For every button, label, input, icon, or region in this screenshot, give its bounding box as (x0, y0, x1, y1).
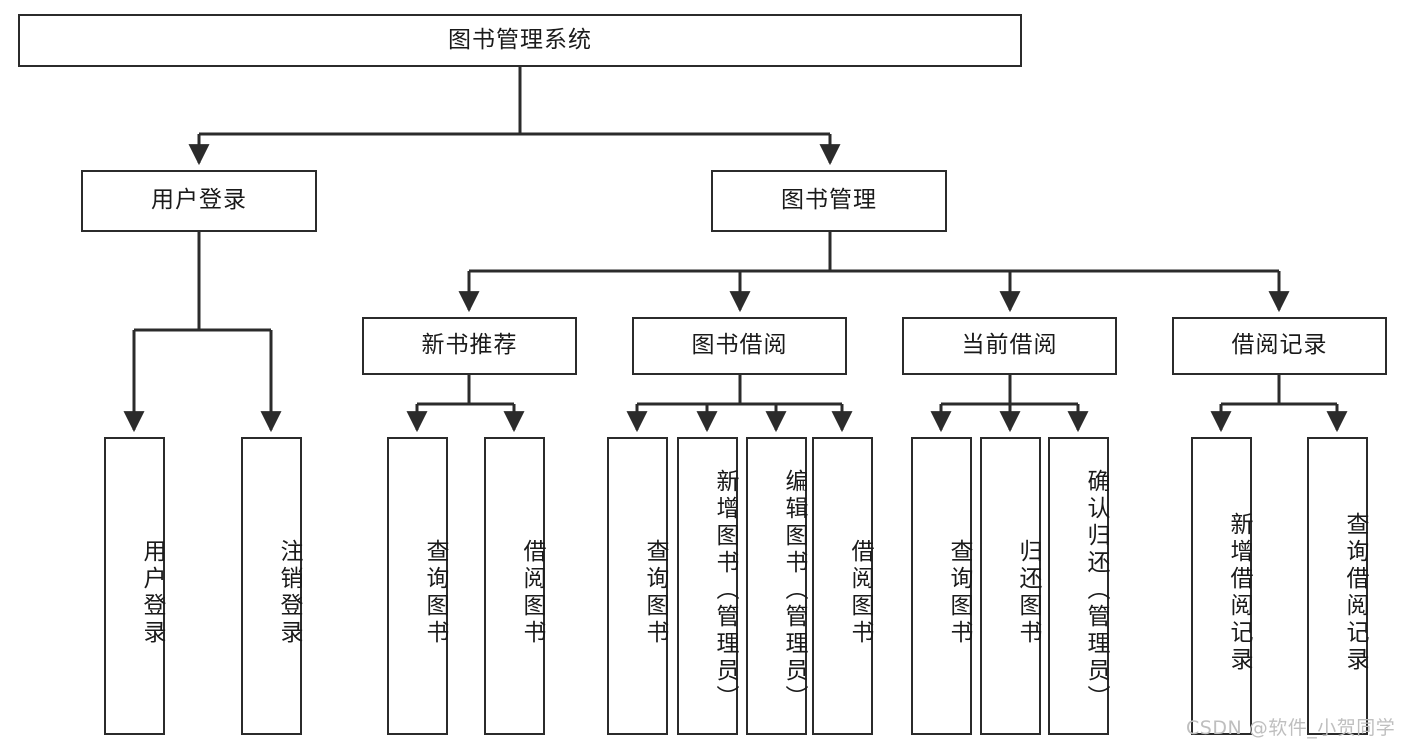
node-book-borrow[interactable]: 图书借阅 (632, 317, 847, 375)
leaf-book-borrow-query-books[interactable]: 查询图书 (607, 437, 668, 735)
leaf-current-borrow-return-books[interactable]: 归还图书 (980, 437, 1041, 735)
leaf-borrow-record-query-record[interactable]: 查询借阅记录 (1307, 437, 1368, 735)
csdn-watermark: CSDN @软件_小贺同学 (1186, 717, 1396, 739)
leaf-current-borrow-confirm-return-admin[interactable]: 确认归还（管理员） (1048, 437, 1109, 735)
node-user-login[interactable]: 用户登录 (81, 170, 317, 232)
leaf-user-login-signout[interactable]: 注销登录 (241, 437, 302, 735)
leaf-book-borrow-borrow-books[interactable]: 借阅图书 (812, 437, 873, 735)
node-current-borrow[interactable]: 当前借阅 (902, 317, 1117, 375)
leaf-current-borrow-query-books[interactable]: 查询图书 (911, 437, 972, 735)
node-book-management-system[interactable]: 图书管理系统 (18, 14, 1022, 67)
leaf-book-borrow-add-book-admin[interactable]: 新增图书（管理员） (677, 437, 738, 735)
leaf-user-login-signin[interactable]: 用户登录 (104, 437, 165, 735)
node-new-book-recommend[interactable]: 新书推荐 (362, 317, 577, 375)
leaf-borrow-record-add-record[interactable]: 新增借阅记录 (1191, 437, 1252, 735)
node-borrow-record[interactable]: 借阅记录 (1172, 317, 1387, 375)
leaf-new-book-borrow-books[interactable]: 借阅图书 (484, 437, 545, 735)
node-book-management[interactable]: 图书管理 (711, 170, 947, 232)
leaf-new-book-query-books[interactable]: 查询图书 (387, 437, 448, 735)
leaf-book-borrow-edit-book-admin[interactable]: 编辑图书（管理员） (746, 437, 807, 735)
